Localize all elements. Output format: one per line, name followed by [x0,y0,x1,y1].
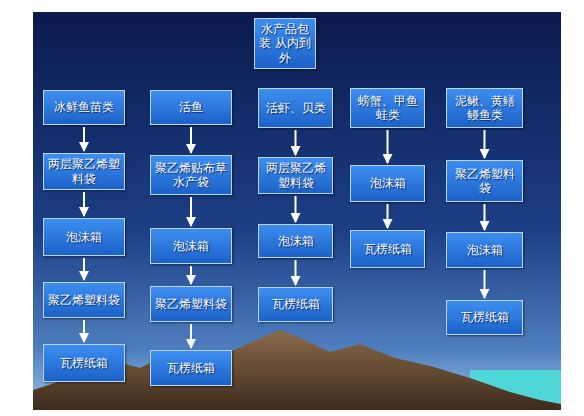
process-box: 聚乙烯塑料袋 [150,286,232,322]
process-box: 瓦楞纸箱 [150,350,232,386]
flow-arrow [484,270,486,298]
box-label: 瓦楞纸箱 [167,361,215,375]
box-label: 泡沫箱 [278,234,314,248]
process-box: 水产品包装 从内到外 [254,18,316,69]
box-label: 泡沫箱 [370,176,406,190]
flow-arrow [83,127,85,151]
process-box: 两层聚乙烯塑料袋 [43,153,125,190]
flow-arrow [83,258,85,280]
box-label: 瓦楞纸箱 [364,242,412,256]
box-label: 水产品包装 从内到外 [259,22,311,65]
flow-arrow [190,324,192,348]
sky-panel [33,12,561,410]
box-label: 两层聚乙烯塑料袋 [48,157,120,186]
box-label: 螃蟹、甲鱼蛙类 [355,94,420,123]
process-box: 活鱼 [150,90,232,125]
box-label: 泡沫箱 [173,239,209,253]
process-box: 瓦楞纸箱 [43,344,125,382]
process-box: 瓦楞纸箱 [350,230,425,268]
box-label: 瓦楞纸箱 [461,310,509,324]
process-box: 螃蟹、甲鱼蛙类 [350,88,425,128]
box-label: 泡沫箱 [66,230,102,244]
flow-arrow [83,320,85,342]
flow-arrow [484,130,486,158]
box-label: 瓦楞纸箱 [60,356,108,370]
process-box: 泡沫箱 [350,165,425,202]
box-label: 泥鳅、黄鳝鳗鱼类 [451,94,518,123]
process-box: 活虾、贝类 [258,88,333,128]
process-box: 泡沫箱 [43,218,125,256]
flow-arrow [295,260,297,285]
process-box: 两层聚乙烯塑料袋 [258,157,333,194]
box-label: 聚乙烯塑料袋 [155,297,227,311]
process-box: 聚乙烯贴布草水产袋 [150,155,232,195]
box-label: 冰鲜鱼苗类 [54,100,114,114]
box-label: 聚乙烯贴布草水产袋 [155,161,227,190]
mountains [33,330,561,410]
box-label: 聚乙烯塑料袋 [48,293,120,307]
box-label: 活鱼 [179,100,203,114]
flow-arrow [295,196,297,222]
process-box: 冰鲜鱼苗类 [43,90,125,125]
flow-arrow [83,192,85,216]
box-label: 瓦楞纸箱 [272,297,320,311]
process-box: 泡沫箱 [258,224,333,258]
box-label: 两层聚乙烯塑料袋 [263,161,328,190]
flow-arrow [295,130,297,155]
process-box: 聚乙烯塑料袋 [43,282,125,318]
flow-arrow [190,197,192,226]
flow-arrow [484,204,486,230]
box-label: 活虾、贝类 [266,101,326,115]
process-box: 瓦楞纸箱 [446,300,523,335]
box-label: 聚乙烯塑料袋 [451,167,518,196]
process-box: 泡沫箱 [446,232,523,268]
flow-arrow [387,204,389,228]
flow-arrow [190,266,192,284]
process-box: 瓦楞纸箱 [258,287,333,322]
flow-arrow [387,130,389,163]
process-box: 泡沫箱 [150,228,232,264]
box-label: 泡沫箱 [467,243,503,257]
process-box: 泥鳅、黄鳝鳗鱼类 [446,88,523,128]
flow-arrow [190,127,192,153]
process-box: 聚乙烯塑料袋 [446,160,523,202]
